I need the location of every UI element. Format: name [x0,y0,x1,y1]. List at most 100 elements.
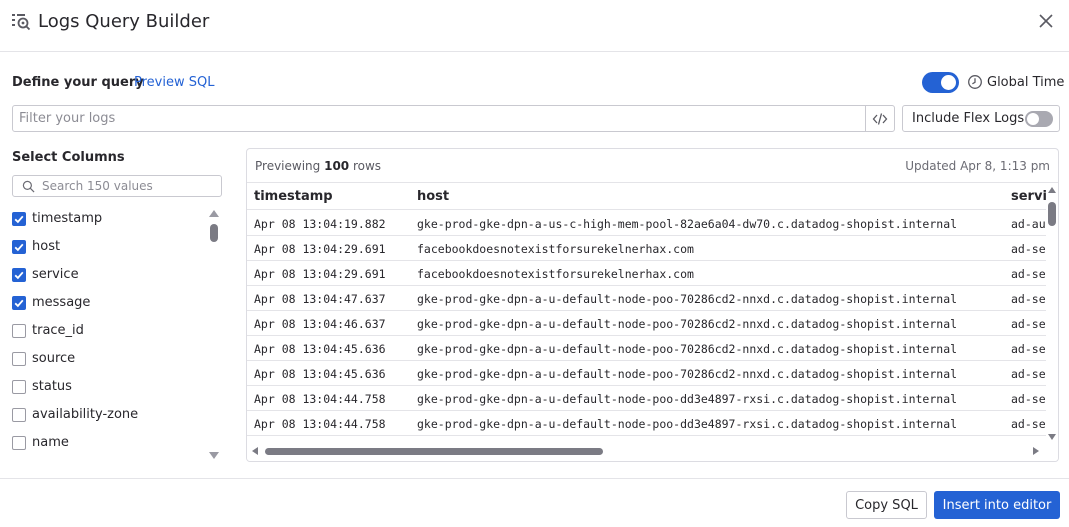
global-time-toggle[interactable] [922,72,959,93]
scroll-down-icon[interactable] [1048,434,1056,440]
column-checkbox[interactable] [12,296,26,310]
cell-timestamp: Apr 08 13:04:29.691 [254,242,386,256]
column-search-input[interactable] [42,176,217,196]
dialog-header: Logs Query Builder [0,0,1069,52]
column-option-label: availability-zone [32,407,139,422]
copy-sql-button[interactable]: Copy SQL [846,491,927,519]
cell-timestamp: Apr 08 13:04:46.637 [254,317,386,331]
table-row[interactable]: Apr 08 13:04:19.882 gke-prod-gke-dpn-a-us… [247,211,1047,236]
column-list-scrollbar[interactable] [208,206,220,462]
code-toggle-button[interactable] [865,106,894,131]
column-option[interactable]: service [12,262,207,286]
scroll-up-icon[interactable] [209,210,219,217]
global-time-label: Global Time [987,75,1065,90]
cell-service: ad-se [1011,392,1046,406]
flex-logs-control[interactable]: Include Flex Logs [902,105,1060,132]
check-icon [14,215,24,224]
column-option-label: source [32,351,76,366]
cell-host: gke-prod-gke-dpn-a-u-default-node-poo-70… [417,292,958,306]
filter-field [12,105,895,132]
column-option[interactable]: host [12,234,207,258]
cell-service: ad-se [1011,367,1046,381]
filter-input[interactable] [19,106,859,131]
table-vertical-scrollbar[interactable] [1046,184,1058,442]
dialog-footer: Copy SQL Insert into editor [0,478,1069,527]
scrollbar-thumb[interactable] [210,224,218,242]
table-horizontal-scrollbar[interactable] [247,442,1058,461]
updated-timestamp: Updated Apr 8, 1:13 pm [905,159,1050,173]
check-icon [14,243,24,252]
check-icon [14,299,24,308]
column-option[interactable]: trace_id [12,318,207,342]
column-checkbox[interactable] [12,436,26,450]
column-checkbox[interactable] [12,380,26,394]
column-checkbox[interactable] [12,352,26,366]
cell-host: gke-prod-gke-dpn-a-u-default-node-poo-dd… [417,417,958,431]
column-header-service[interactable]: servic [1011,189,1055,204]
column-checkbox[interactable] [12,408,26,422]
cell-service: ad-au [1011,217,1046,231]
table-header: timestamp host servic [247,184,1055,210]
preview-row-count: Previewing 100 rows [255,159,382,173]
column-option[interactable]: timestamp [12,206,207,230]
close-icon[interactable] [1036,11,1056,31]
row-count-value: 100 [324,159,350,173]
column-option-label: trace_id [32,323,84,338]
preview-sql-link[interactable]: Preview SQL [134,75,215,90]
column-checkbox[interactable] [12,268,26,282]
column-checkbox[interactable] [12,324,26,338]
clock-icon [968,75,982,89]
scroll-right-icon[interactable] [1033,447,1039,455]
cell-host: gke-prod-gke-dpn-a-u-default-node-poo-70… [417,367,958,381]
scrollbar-thumb[interactable] [265,448,603,455]
check-icon [14,271,24,280]
flex-logs-toggle[interactable] [1025,111,1053,127]
cell-service: ad-se [1011,317,1046,331]
cell-host: gke-prod-gke-dpn-a-us-c-high-mem-pool-82… [417,217,958,231]
table-row[interactable]: Apr 08 13:04:29.691 facebookdoesnotexistf… [247,236,1047,261]
search-icon [22,180,35,193]
table-row[interactable]: Apr 08 13:04:44.758 gke-prod-gke-dpn-a-u-… [247,386,1047,411]
insert-into-editor-button[interactable]: Insert into editor [934,491,1060,519]
column-option[interactable]: source [12,346,207,370]
cell-host: gke-prod-gke-dpn-a-u-default-node-poo-dd… [417,392,958,406]
column-checkbox[interactable] [12,240,26,254]
column-option[interactable]: name [12,430,207,454]
cell-host: facebookdoesnotexistforsurekelnerhax.com [417,242,694,256]
scroll-down-icon[interactable] [209,452,219,459]
cell-timestamp: Apr 08 13:04:19.882 [254,217,386,231]
column-checkbox[interactable] [12,212,26,226]
cell-service: ad-se [1011,292,1046,306]
scrollbar-thumb[interactable] [1048,202,1056,226]
scroll-left-icon[interactable] [252,447,258,455]
cell-host: gke-prod-gke-dpn-a-u-default-node-poo-70… [417,317,958,331]
column-option[interactable]: status [12,374,207,398]
column-option-label: status [32,379,72,394]
table-row[interactable]: Apr 08 13:04:46.637 gke-prod-gke-dpn-a-u-… [247,311,1047,336]
column-header-host[interactable]: host [417,189,450,204]
code-icon [872,113,888,125]
cell-service: ad-se [1011,342,1046,356]
scroll-up-icon[interactable] [1048,187,1056,193]
column-header-timestamp[interactable]: timestamp [254,189,333,204]
cell-service: ad-se [1011,267,1046,281]
column-option-label: host [32,239,61,254]
cell-service: ad-se [1011,417,1046,431]
preview-panel: Previewing 100 rows Updated Apr 8, 1:13 … [246,148,1059,462]
flex-logs-label: Include Flex Logs [912,111,1025,126]
cell-timestamp: Apr 08 13:04:44.758 [254,392,386,406]
logs-query-icon [12,14,31,31]
column-option[interactable]: message [12,290,207,314]
column-option-label: timestamp [32,211,103,226]
column-option[interactable]: availability-zone [12,402,207,426]
cell-timestamp: Apr 08 13:04:45.636 [254,342,386,356]
column-search-field [12,175,222,197]
select-columns-title: Select Columns [12,150,125,165]
column-option-label: message [32,295,91,310]
